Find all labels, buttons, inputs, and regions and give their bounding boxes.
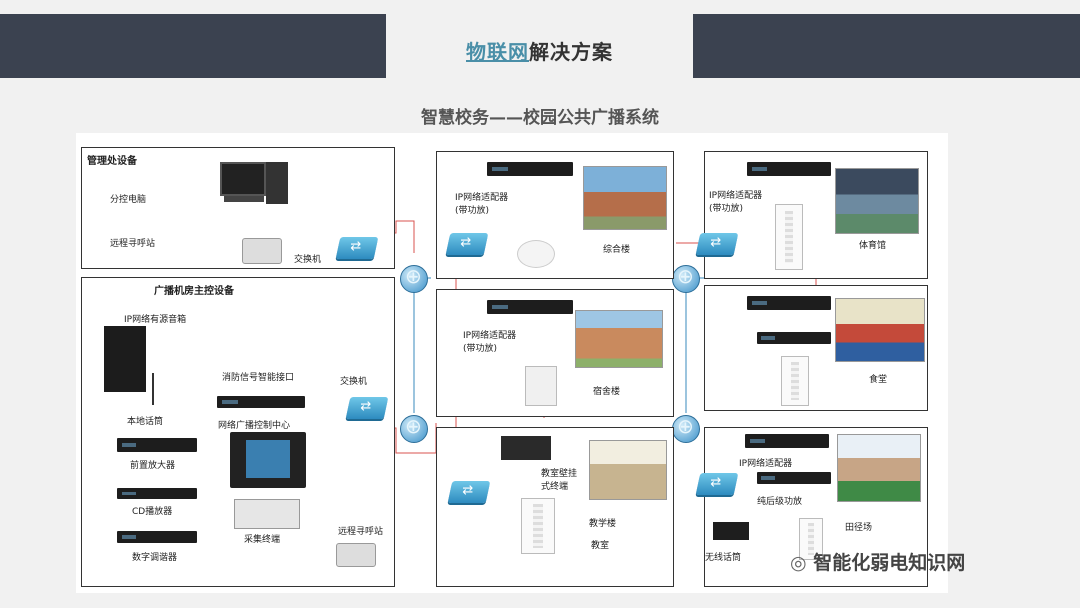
canteen-column-speaker-icon	[781, 356, 809, 406]
wall-terminal-icon	[501, 436, 551, 460]
field-name: 田径场	[845, 523, 873, 533]
gym-adapter-label: IP网络适配器 (带功放)	[709, 191, 763, 214]
title-highlight: 物联网	[466, 40, 529, 64]
control-center-label: 网络广播控制中心	[218, 421, 291, 431]
management-switch-icon	[335, 237, 379, 259]
gym-zone-box: IP网络适配器 (带功放) 体育馆	[704, 151, 928, 279]
dorm-building-photo	[575, 310, 663, 368]
dorm-adapter-icon	[487, 300, 573, 314]
teaching-name: 教学楼	[589, 519, 617, 529]
collector-icon	[234, 499, 300, 529]
field-amp-icon	[757, 472, 831, 484]
wireless-mic-label: 无线话筒	[705, 553, 742, 563]
control-room-box: 广播机房主控设备 IP网络有源音箱 本地话筒 前置放大器 CD播放器 数字调谐器…	[81, 277, 395, 587]
page-title: 物联网解决方案	[386, 36, 693, 65]
ip-speaker-label: IP网络有源音箱	[124, 315, 187, 325]
pc-label: 分控电脑	[110, 195, 147, 205]
canteen-adapter-icon	[747, 296, 831, 310]
collector-label: 采集终端	[244, 535, 281, 545]
diagram-subtitle: 智慧校务——校园公共广播系统	[421, 108, 659, 128]
field-adapter-icon	[745, 434, 829, 448]
complex-zone-box: IP网络适配器 (带功放) 综合楼	[436, 151, 674, 279]
cd-player-icon	[117, 488, 197, 499]
field-photo	[837, 434, 921, 502]
dorm-zone-box: IP网络适配器 (带功放) 宿舍楼	[436, 289, 674, 417]
network-globe-icon	[672, 414, 700, 443]
complex-adapter-icon	[487, 162, 573, 176]
header-bar-left	[0, 14, 386, 78]
complex-name: 综合楼	[603, 245, 631, 255]
field-zone-box: IP网络适配器 纯后级功放 无线话筒 田径场	[704, 427, 928, 587]
complex-building-photo	[583, 166, 667, 230]
ip-speaker-icon	[104, 326, 146, 392]
dorm-name: 宿舍楼	[593, 387, 621, 397]
complex-switch-icon	[445, 233, 489, 255]
fire-interface-icon	[217, 396, 305, 408]
gym-column-speaker-icon	[775, 204, 803, 270]
complex-adapter-label: IP网络适配器 (带功放)	[455, 193, 509, 216]
field-adapter-label: IP网络适配器	[739, 459, 793, 469]
canteen-name: 食堂	[869, 375, 888, 385]
control-paging-console-icon	[336, 543, 376, 567]
fire-interface-label: 消防信号智能接口	[222, 373, 295, 383]
control-center-icon	[230, 432, 306, 488]
teaching-zone-box: 教室壁挂 式终端 教学楼 教室	[436, 427, 674, 587]
preamp-icon	[117, 438, 197, 452]
remote-paging-label: 远程寻呼站	[110, 239, 156, 249]
diagram-canvas: 管理处设备 分控电脑 远程寻呼站 交换机 广播机房主控设备 IP网络有源音箱 本…	[76, 133, 948, 593]
classroom-photo	[589, 440, 667, 500]
network-globe-icon	[400, 414, 428, 443]
wechat-icon: ◎	[790, 552, 807, 574]
field-column-speaker-icon	[799, 518, 823, 560]
network-globe-icon	[672, 264, 700, 293]
tuner-icon	[117, 531, 197, 543]
header-bar-right	[693, 14, 1080, 78]
control-switch-label: 交换机	[340, 377, 368, 387]
control-room-title: 广播机房主控设备	[154, 286, 234, 297]
network-globe-icon	[400, 264, 428, 293]
paging-console-icon	[242, 238, 282, 264]
cd-player-label: CD播放器	[132, 507, 173, 517]
gym-name: 体育馆	[859, 241, 887, 251]
wireless-mic-icon	[713, 522, 749, 540]
field-switch-icon	[695, 473, 739, 495]
control-switch-icon	[345, 397, 389, 419]
canteen-amp-icon	[757, 332, 831, 344]
title-rest: 解决方案	[529, 40, 613, 64]
management-title: 管理处设备	[87, 156, 137, 167]
gym-switch-icon	[695, 233, 739, 255]
tuner-label: 数字调谐器	[132, 553, 178, 563]
management-switch-label: 交换机	[294, 255, 322, 265]
ceiling-speaker-icon	[517, 240, 555, 268]
field-amp-label: 纯后级功放	[757, 497, 803, 507]
gym-photo	[835, 168, 919, 234]
control-remote-label: 远程寻呼站	[338, 527, 384, 537]
preamp-label: 前置放大器	[130, 461, 176, 471]
canteen-photo	[835, 298, 925, 362]
local-mic-label: 本地话筒	[127, 417, 164, 427]
microphone-icon	[152, 373, 168, 405]
watermark-text: 智能化弱电知识网	[813, 552, 966, 574]
watermark: ◎ 智能化弱电知识网	[790, 548, 965, 575]
wall-speaker-icon	[525, 366, 557, 406]
gym-adapter-icon	[747, 162, 831, 176]
computer-icon	[220, 162, 290, 206]
dorm-adapter-label: IP网络适配器 (带功放)	[463, 331, 517, 354]
classroom-name: 教室	[591, 541, 610, 551]
canteen-zone-box: 食堂	[704, 285, 928, 411]
wall-terminal-label: 教室壁挂 式终端	[541, 469, 578, 492]
column-speaker-icon	[521, 498, 555, 554]
teaching-switch-icon	[447, 481, 491, 503]
